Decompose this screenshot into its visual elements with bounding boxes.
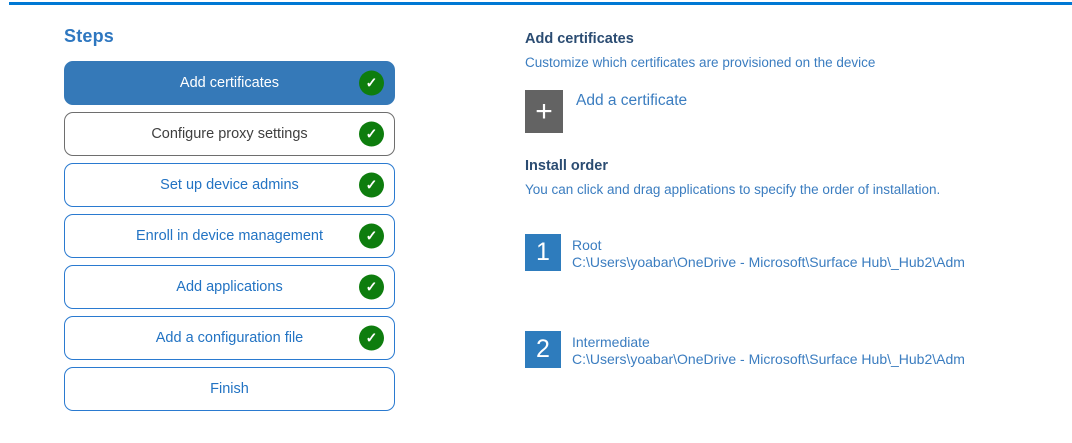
- check-icon: ✓: [359, 274, 384, 300]
- check-icon: ✓: [359, 121, 384, 147]
- install-order-item-root[interactable]: 1 Root C:\Users\yoabar\OneDrive - Micros…: [525, 234, 1065, 271]
- certificate-name: Root: [572, 237, 602, 253]
- plus-icon: +: [535, 94, 553, 128]
- step-label: Configure proxy settings: [151, 126, 308, 142]
- install-order-heading: Install order: [525, 158, 608, 174]
- certificate-name: Intermediate: [572, 334, 650, 350]
- install-order-item-intermediate[interactable]: 2 Intermediate C:\Users\yoabar\OneDrive …: [525, 331, 1065, 368]
- step-configure-proxy-settings[interactable]: Configure proxy settings ✓: [64, 112, 395, 156]
- step-set-up-device-admins[interactable]: Set up device admins ✓: [64, 163, 395, 207]
- order-item-text: Intermediate C:\Users\yoabar\OneDrive - …: [572, 334, 965, 368]
- page-subtitle: Customize which certificates are provisi…: [525, 55, 876, 70]
- step-finish[interactable]: Finish: [64, 367, 395, 411]
- steps-heading: Steps: [64, 26, 115, 46]
- step-add-certificates[interactable]: Add certificates ✓: [64, 61, 395, 105]
- step-label: Add applications: [176, 279, 283, 295]
- step-enroll-in-device-management[interactable]: Enroll in device management ✓: [64, 214, 395, 258]
- check-icon: ✓: [359, 70, 384, 96]
- content-pane: Add certificates Customize which certifi…: [525, 31, 1065, 368]
- step-label: Enroll in device management: [136, 228, 323, 244]
- accent-top-bar: [9, 2, 1072, 5]
- check-icon: ✓: [359, 172, 384, 198]
- install-order-description: You can click and drag applications to s…: [525, 182, 941, 197]
- order-number-badge: 1: [525, 234, 561, 271]
- add-certificate-button[interactable]: +: [525, 90, 563, 133]
- order-number-badge: 2: [525, 331, 561, 368]
- check-icon: ✓: [359, 223, 384, 249]
- steps-sidebar: Steps Add certificates ✓ Configure proxy…: [64, 26, 395, 418]
- add-certificate-row: + Add a certificate: [525, 90, 1065, 133]
- step-label: Finish: [210, 381, 249, 397]
- step-label: Set up device admins: [160, 177, 299, 193]
- check-icon: ✓: [359, 325, 384, 351]
- step-label: Add certificates: [179, 75, 280, 91]
- add-certificate-label: Add a certificate: [576, 92, 688, 109]
- step-label: Add a configuration file: [155, 330, 304, 346]
- certificate-path: C:\Users\yoabar\OneDrive - Microsoft\Sur…: [572, 351, 965, 367]
- certificate-path: C:\Users\yoabar\OneDrive - Microsoft\Sur…: [572, 254, 965, 270]
- order-item-text: Root C:\Users\yoabar\OneDrive - Microsof…: [572, 237, 965, 271]
- step-add-a-configuration-file[interactable]: Add a configuration file ✓: [64, 316, 395, 360]
- page-title: Add certificates: [525, 31, 634, 47]
- step-add-applications[interactable]: Add applications ✓: [64, 265, 395, 309]
